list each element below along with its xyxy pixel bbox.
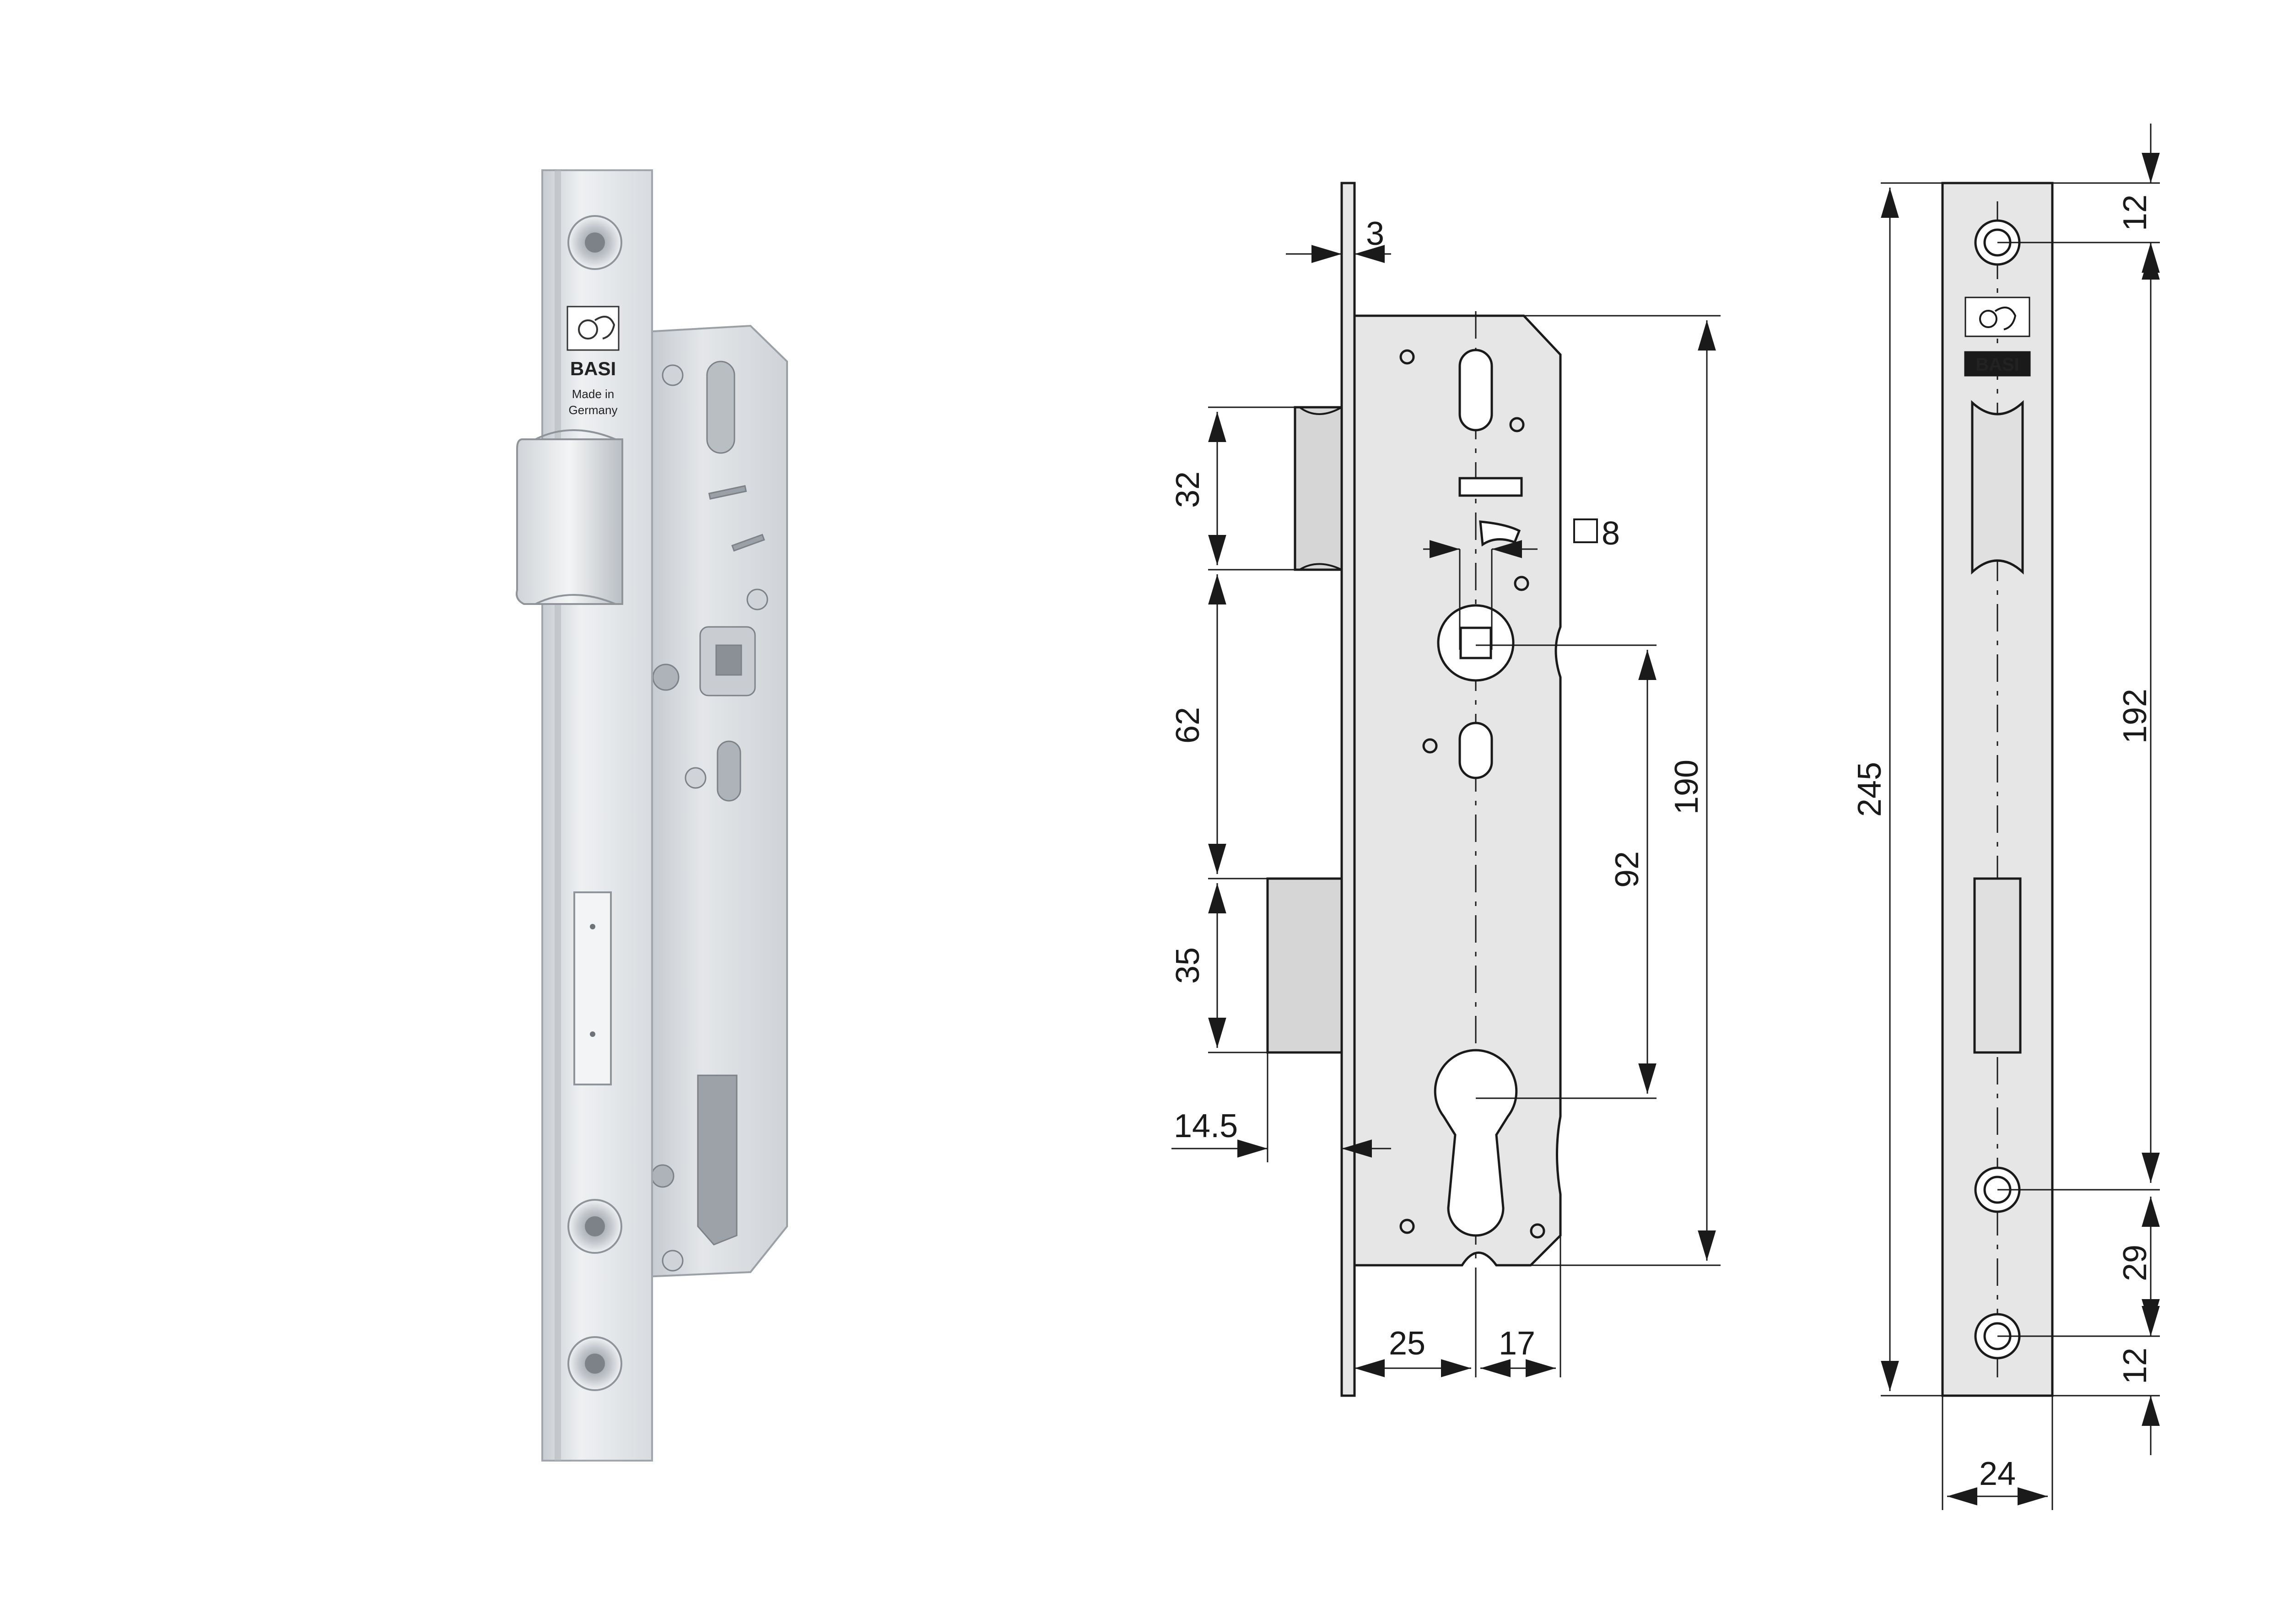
dim-forend-width: 24 (1979, 1456, 2016, 1492)
dim-spindle-square: 8 (1602, 515, 1620, 552)
dim-case-height: 190 (1668, 760, 1705, 815)
dim-backset: 25 (1389, 1325, 1425, 1362)
lock-side-elevation (1171, 182, 1721, 1397)
dim-cylinder-to-edge: 17 (1499, 1325, 1535, 1362)
dim-top-screw-offset: 12 (2117, 194, 2153, 231)
side-forend (1340, 182, 1356, 1397)
side-cylinder-hole (1434, 1049, 1518, 1237)
dim-forend-thickness: 3 (1366, 216, 1384, 252)
side-deadbolt (1266, 877, 1343, 1054)
front-logo-text: BASI (1975, 355, 2019, 375)
origin-line-2: Germany (569, 403, 618, 417)
side-dimension-labels: 3 32 62 35 14.5 8 92 190 25 17 (1170, 216, 1705, 1362)
dim-bottom-screw-offset: 12 (2117, 1348, 2153, 1384)
dim-bolt-throw: 14.5 (1174, 1108, 1238, 1144)
front-dimension-labels: BASI 245 12 192 29 12 24 (1851, 194, 2153, 1492)
deadbolt-slot (573, 891, 612, 1085)
dim-forend-length: 245 (1851, 762, 1888, 817)
side-latch (1294, 406, 1343, 571)
forend-front-view (1881, 124, 2160, 1510)
brand-name: BASI (570, 358, 616, 379)
dim-bolt-height: 35 (1170, 947, 1206, 984)
dim-latch-height: 32 (1170, 471, 1206, 508)
dim-bottom-screw-spacing: 29 (2117, 1245, 2153, 1281)
spindle-square-label: 8 (1573, 515, 1620, 552)
lock-3d-view: BASI Made in Germany (516, 169, 788, 1462)
origin-line-1: Made in (572, 387, 615, 401)
dim-screw-spacing: 192 (2117, 689, 2153, 744)
side-dimension-lines (1171, 245, 1721, 1377)
dim-latch-to-bolt: 62 (1170, 707, 1206, 744)
front-dimension-lines (1881, 124, 2160, 1510)
brand-logo (567, 306, 620, 351)
case-features (651, 361, 768, 1272)
dim-spindle-to-cylinder: 92 (1609, 851, 1646, 888)
forend-edge (555, 170, 561, 1461)
latch-bolt (516, 429, 623, 605)
forend-screw-holes (567, 215, 622, 1391)
